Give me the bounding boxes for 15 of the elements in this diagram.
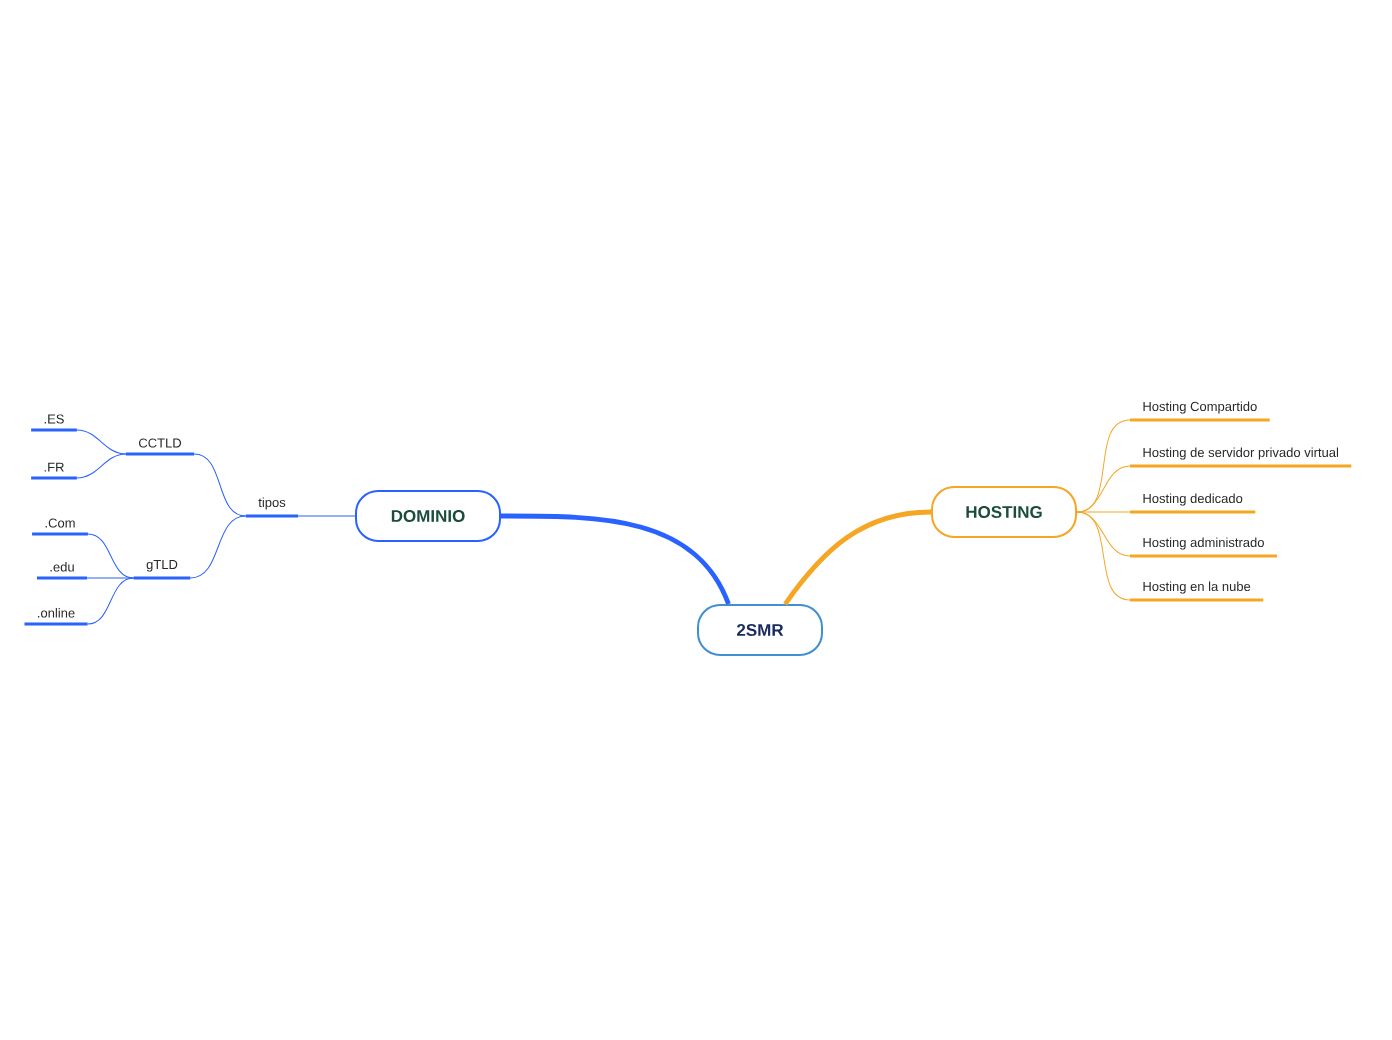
connector <box>87 533 135 579</box>
main-topic-box: DOMINIO <box>355 490 501 542</box>
connector <box>193 453 247 517</box>
main-topic-box: HOSTING <box>931 486 1077 538</box>
connector <box>1076 511 1131 513</box>
connector <box>783 509 932 606</box>
connector <box>76 453 127 479</box>
connector <box>189 515 247 579</box>
connector <box>1076 511 1131 601</box>
connector <box>76 429 127 455</box>
connector <box>297 515 356 517</box>
connector <box>87 577 135 625</box>
connector <box>501 513 731 605</box>
root-topic-box: 2SMR <box>697 604 823 656</box>
connector <box>86 577 135 579</box>
